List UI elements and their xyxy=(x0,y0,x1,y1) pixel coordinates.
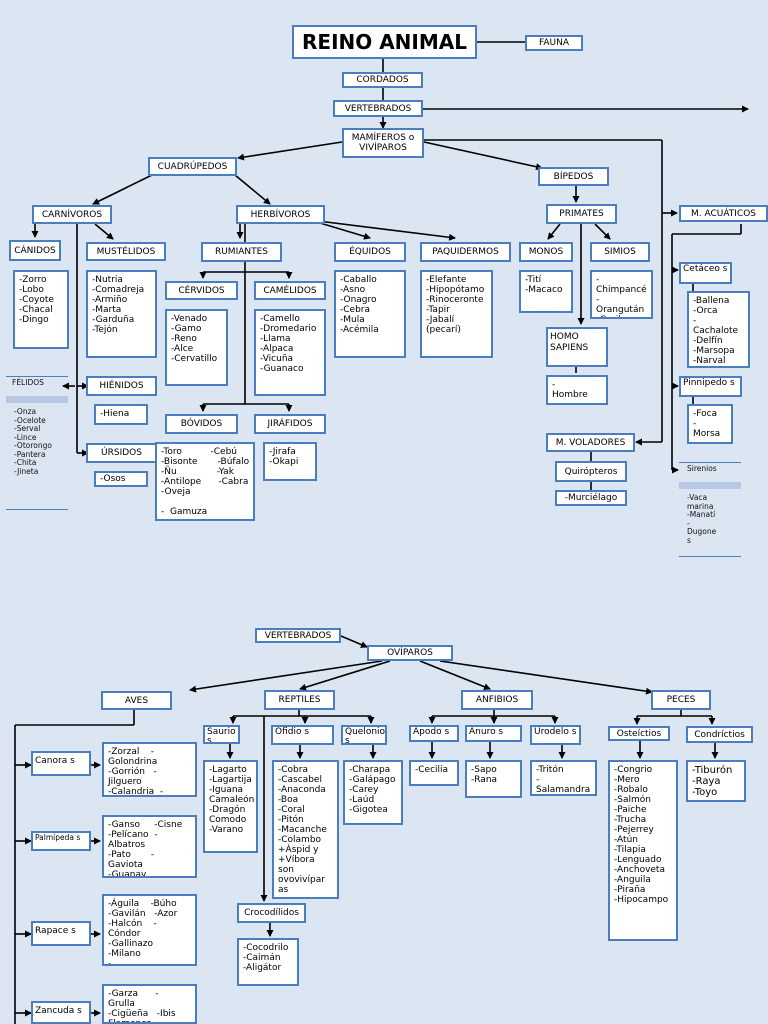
node-pinnipedos: Pinnipedo s xyxy=(679,376,742,397)
node-voladores: M. VOLADORES xyxy=(546,433,635,452)
list-anuros: -Sapo -Rana xyxy=(465,760,522,798)
node-ursidos: ÚRSIDOS xyxy=(86,443,157,463)
node-cervidos: CÉRVIDOS xyxy=(165,281,238,300)
node-quiropteros: Quirópteros xyxy=(555,461,627,482)
list-osteictios: -Congrio -Mero -Robalo -Salmón -Paiche -… xyxy=(608,760,678,941)
list-hombre: - Hombre xyxy=(546,375,608,405)
node-homo-sapiens: HOMO SAPIENS xyxy=(546,327,608,367)
list-palmipedas: -Ganso -Cisne -Pelícano - Albatros -Pato… xyxy=(102,815,197,878)
node-monos: MONOS xyxy=(519,242,573,262)
node-herbivoros: HERBÍVOROS xyxy=(236,205,325,224)
list-simios: -Chimpancé -Orangután -Gorila xyxy=(590,270,653,319)
node-mamiferos: MAMÍFEROS o VIVÍPAROS xyxy=(342,128,424,158)
list-canidos: -Zorro -Lobo -Coyote -Chacal -Dingo xyxy=(13,270,69,349)
list-zancudas: -Garza - Grulla -Cigüeña -Ibis Flamenco xyxy=(102,984,197,1024)
list-felidos: -Onza -Ocelote -Serval -Lince -Otorongo … xyxy=(14,407,52,476)
list-monos: -Tití -Macaco xyxy=(519,270,573,313)
node-oviparos: OVÍPAROS xyxy=(367,645,453,661)
node-quelonios: Quelonio s xyxy=(341,725,387,745)
node-hienidos: HIÉNIDOS xyxy=(86,376,157,396)
list-bovidos: -Toro -Cebú -Bisonte -Búfalo -Ñu -Yak -A… xyxy=(155,442,255,521)
node-condrictios: Condríctios xyxy=(686,726,753,743)
list-canoras: -Zorzal - Golondrina -Gorrión - Jilguero… xyxy=(102,742,197,797)
list-urodelos: -Tritón -Salamandra xyxy=(530,760,597,796)
node-ofidios: Ofidio s xyxy=(271,725,334,745)
list-condrictios: -Tiburón -Raya -Toyo xyxy=(686,760,746,802)
node-jirafidos: JIRÁFIDOS xyxy=(254,414,326,434)
felidos-rule-top xyxy=(6,376,68,377)
list-equidos: -Caballo -Asno -Onagro -Cebra -Mula -Acé… xyxy=(334,270,406,358)
node-apodos: Apodo s xyxy=(409,725,459,742)
node-cordados: CORDADOS xyxy=(342,72,423,88)
node-bipedos: BÍPEDOS xyxy=(538,167,609,186)
node-equidos: ÉQUIDOS xyxy=(334,242,406,262)
node-zancudas: Zancuda s xyxy=(31,1001,91,1024)
node-bovidos: BÓVIDOS xyxy=(165,414,238,434)
label-felidos: FÉLIDOS xyxy=(12,378,44,387)
node-camelidos: CAMÉLIDOS xyxy=(254,281,326,300)
node-osteictios: Osteíctios xyxy=(608,726,670,741)
node-crocodilidos: Crocodílidos xyxy=(237,903,306,923)
node-murcielago: -Murciélago xyxy=(555,490,627,506)
list-paquidermos: -Elefante -Hipopótamo -Rinoceronte -Tapi… xyxy=(420,270,493,358)
node-mustelidos: MUSTÉLIDOS xyxy=(86,242,166,261)
node-simios: SIMIOS xyxy=(590,242,650,262)
list-ofidios: -Cobra -Cascabel -Anaconda -Boa -Coral -… xyxy=(272,760,339,899)
sirenios-band xyxy=(679,482,741,489)
node-fauna: FAUNA xyxy=(525,35,583,51)
node-anfibios: ANFIBIOS xyxy=(461,690,533,710)
node-palmipedas: Palmípeda s xyxy=(31,831,91,851)
list-quelonios: -Charapa -Galápago -Carey -Laúd -Gigotea xyxy=(343,760,403,825)
list-sirenios: -Vaca marina -Manatí - Dugone s xyxy=(687,493,717,545)
list-mustelidos: -Nutria -Comadreja -Armiño -Marta -Gardu… xyxy=(86,270,157,358)
list-crocodilidos: -Cocodrilo -Caimán -Aligátor xyxy=(237,938,299,986)
list-saurios: -Lagarto -Lagartija -Iguana Camaleón -Dr… xyxy=(203,760,258,853)
node-canidos: CÁNIDOS xyxy=(9,240,61,261)
node-vertebrados: VERTEBRADOS xyxy=(333,100,423,117)
node-anuros: Anuro s xyxy=(465,725,522,742)
node-canoras: Canora s xyxy=(31,751,91,776)
node-paquidermos: PAQUIDERMOS xyxy=(420,242,511,262)
felidos-band xyxy=(6,396,68,403)
node-rapaces: Rapace s xyxy=(31,921,91,946)
list-jirafidos: -Jirafa -Okapi xyxy=(263,442,317,481)
node-rumiantes: RUMIANTES xyxy=(201,242,282,262)
sirenios-rule-top xyxy=(679,462,741,463)
node-urodelos: Urodelo s xyxy=(530,725,581,745)
list-ursidos: -Osos xyxy=(94,471,148,487)
node-aves: AVES xyxy=(101,691,172,710)
title-reino-animal: REINO ANIMAL xyxy=(292,25,477,59)
list-cervidos: -Venado -Gamo -Reno -Alce -Cervatillo xyxy=(165,309,228,386)
node-peces: PECES xyxy=(651,690,711,710)
list-hienidos: -Hiena xyxy=(94,404,148,425)
node-carnivoros: CARNÍVOROS xyxy=(32,205,112,224)
list-cetaceos: -Ballena -Orca - Cachalote -Delfín -Mars… xyxy=(687,291,750,368)
node-cuadrupedos: CUADRÚPEDOS xyxy=(148,157,237,176)
node-reptiles: REPTILES xyxy=(264,690,335,710)
label-sirenios: Sirenios xyxy=(687,464,717,473)
node-saurios: Saurio s xyxy=(203,725,240,744)
list-rapaces: -Águila -Búho -Gavilán -Azor -Halcón - C… xyxy=(102,894,197,966)
node-acuaticos: M. ACUÁTICOS xyxy=(679,205,768,222)
list-apodos: -Cecilia xyxy=(409,760,459,786)
node-cetaceos: Cetáceo s xyxy=(679,262,732,284)
list-camelidos: -Camello -Dromedario -Llama -Alpaca -Vic… xyxy=(254,309,326,396)
sirenios-rule-bottom xyxy=(679,556,741,557)
felidos-rule-bottom xyxy=(6,509,68,510)
node-vertebrados-ovi: VERTEBRADOS xyxy=(255,628,341,643)
list-pinnipedos: -Foca - Morsa xyxy=(687,404,733,444)
node-primates: PRIMATES xyxy=(546,204,617,224)
